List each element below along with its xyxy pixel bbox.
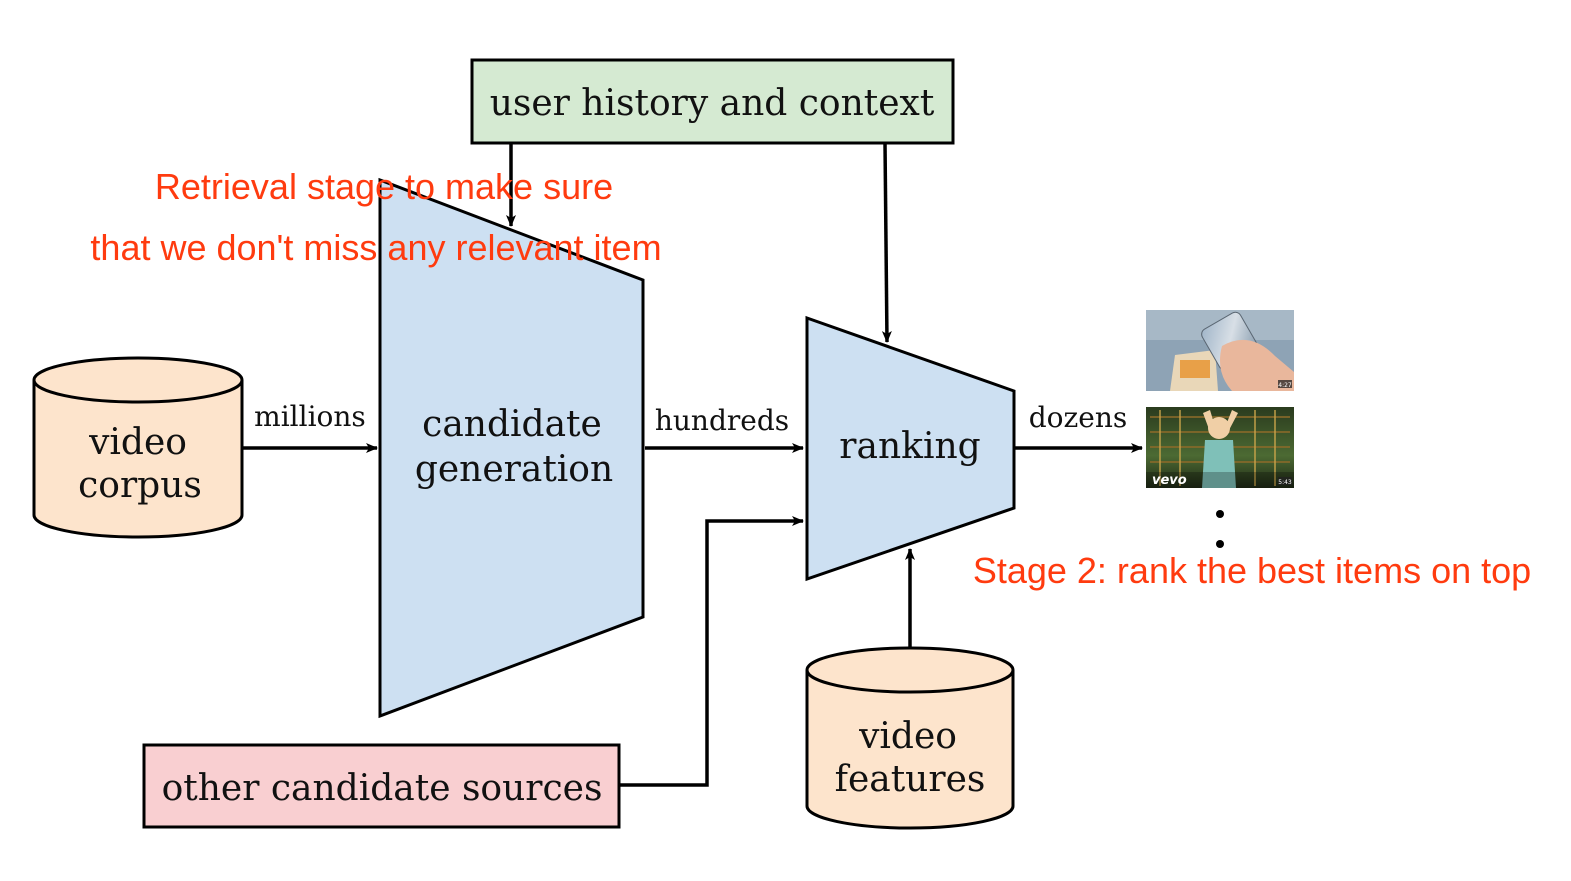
edges [242,142,1143,787]
video-corpus-cylinder [32,380,244,539]
other-sources-label: other candidate sources [162,768,603,809]
video-corpus-label-line2: corpus [78,465,202,506]
candidate-generation-label-line1: candidate [422,404,602,445]
other-sources-node: other candidate sources [142,743,621,829]
retrieval-annotation-line1: Retrieval stage to make sure [155,166,613,207]
user-history-node: user history and context [470,58,955,145]
ranking-label: ranking [839,426,980,467]
video-features-cylinder [805,670,1015,830]
video-features-label-line1: video [858,716,957,757]
other-sources-box [142,743,621,829]
retrieval-annotation-line2: that we don't miss any relevant item [90,227,661,268]
thumbnail-vevo-duration: 5:43 [1278,479,1292,486]
candidate-generation-funnel [378,177,645,719]
ranking-node: ranking [805,315,1016,582]
video-features-node: video features [805,646,1015,830]
candidate-generation-label-line2: generation [415,449,613,490]
video-features-label-line2: features [835,759,986,800]
edge-label-millions: millions [254,400,366,433]
thumbnail-vevo: vevo 5:43 [1146,407,1294,488]
edge-label-hundreds: hundreds [655,404,789,437]
user-history-box [470,58,955,145]
more-results-ellipsis [1216,510,1224,548]
arrow-user-to-ranking [881,142,892,343]
thumbnail-phone-duration: 4:27 [1278,382,1292,389]
arrow-other-to-ranking [620,516,804,787]
video-corpus-cylinder-top [32,356,244,404]
video-corpus-label-line1: video [88,422,187,463]
user-history-label: user history and context [490,83,935,124]
thumbnail-phone: 4:27 [1146,310,1294,391]
retrieval-annotation: Retrieval stage to make sure that we don… [90,166,661,268]
video-features-cylinder-top [805,646,1015,694]
stage2-annotation: Stage 2: rank the best items on top [973,550,1531,591]
video-corpus-node: video corpus [32,356,244,539]
candidate-generation-node: candidate generation [378,177,645,719]
edge-label-dozens: dozens [1029,401,1128,434]
thumbnail-vevo-logo: vevo [1152,473,1187,488]
ranking-funnel [805,315,1016,582]
